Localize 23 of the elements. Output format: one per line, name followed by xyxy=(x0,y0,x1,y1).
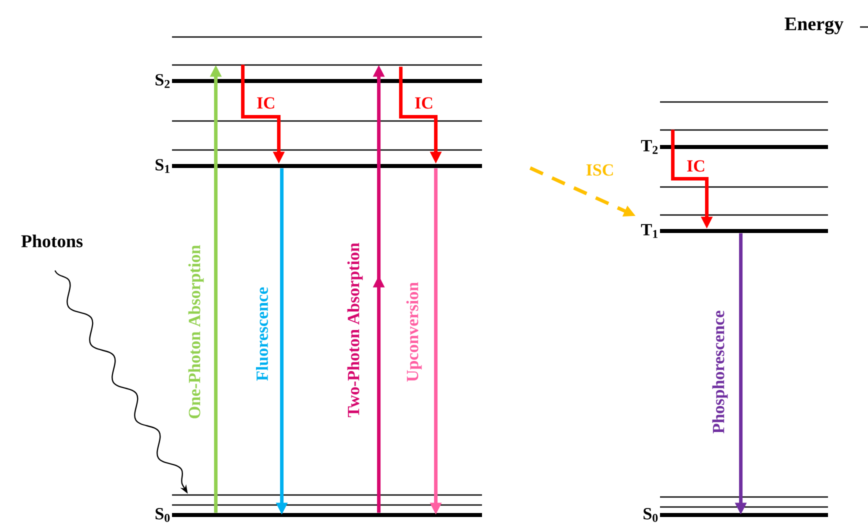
edge-label: IC xyxy=(415,97,432,109)
edge-label: Phosphorescence xyxy=(712,310,728,434)
edge-label: ISC xyxy=(586,164,613,176)
text-label: Photons xyxy=(21,234,83,248)
node-label: S$_{0}$ xyxy=(644,508,658,522)
edge-label: Two-Photon Absorption xyxy=(347,242,363,418)
node-label: S$_{1}$ xyxy=(156,159,170,173)
edge-label: Fluorescence xyxy=(256,287,268,381)
node-label: S$_{0}$ xyxy=(156,508,170,522)
energy-level: T$_{1}$ xyxy=(641,224,828,238)
node-label: T$_{1}$ xyxy=(641,224,658,238)
energy-level: T$_{2}$ xyxy=(641,140,828,154)
energy-level: S$_{0}$ xyxy=(156,508,482,522)
edge-label: One-Photon Absorption xyxy=(188,245,204,418)
edge-label: Upconversion xyxy=(406,282,422,382)
node-label: S$_{2}$ xyxy=(156,74,170,88)
node-label: T$_{2}$ xyxy=(641,140,658,154)
axis-label: Energy xyxy=(784,18,844,34)
energy-level: S$_{0}$ xyxy=(644,508,828,522)
edge-label: IC xyxy=(257,97,274,109)
energy-level: S$_{2}$ xyxy=(156,74,482,88)
energy-level: S$_{1}$ xyxy=(156,159,482,173)
edge-label: IC xyxy=(687,160,704,172)
